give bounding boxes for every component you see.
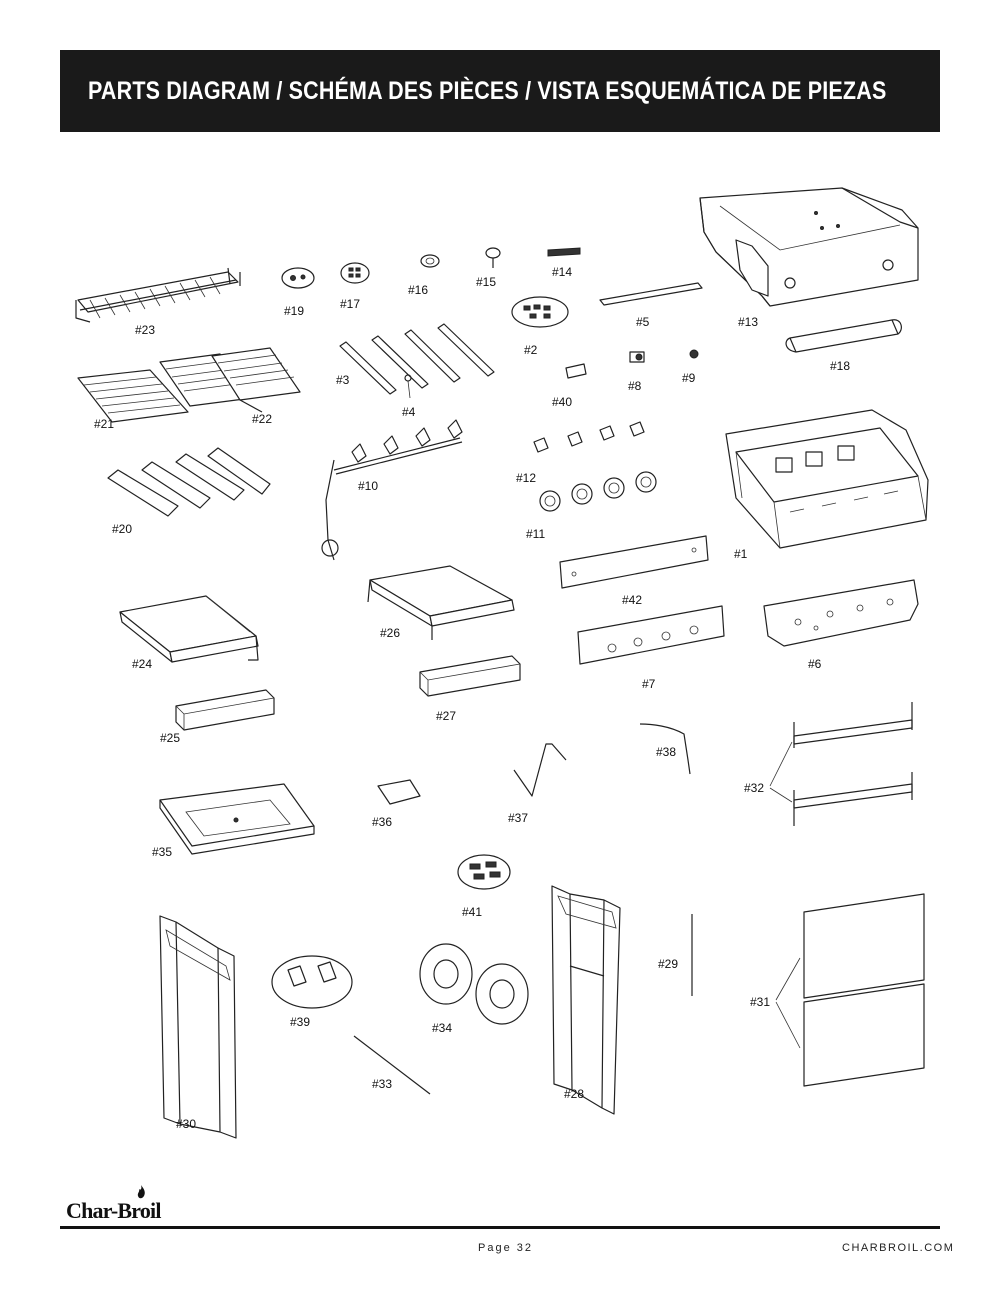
part-41-feet xyxy=(457,854,511,890)
part-40-clip xyxy=(565,363,587,379)
label-16: #16 xyxy=(408,283,428,297)
label-21: #21 xyxy=(94,417,114,431)
label-37: #37 xyxy=(508,811,528,825)
label-10: #10 xyxy=(358,479,378,493)
part-9-cap xyxy=(689,349,699,359)
part-21-cooking-grate xyxy=(77,369,189,423)
part-31-door-panels xyxy=(775,893,925,1087)
part-35-bottom-shelf xyxy=(159,783,315,855)
label-6: #6 xyxy=(808,657,822,671)
label-8: #8 xyxy=(628,379,642,393)
part-28-right-frame xyxy=(551,885,621,1115)
label-3: #3 xyxy=(336,373,350,387)
flame-icon xyxy=(137,1185,145,1199)
brand-logo: Char-Broil xyxy=(66,1185,161,1224)
part-26-side-shelf xyxy=(367,565,515,640)
label-12: #12 xyxy=(516,471,536,485)
footer-rule xyxy=(60,1226,940,1229)
label-38: #38 xyxy=(656,745,676,759)
label-25: #25 xyxy=(160,731,180,745)
label-40: #40 xyxy=(552,395,572,409)
label-17: #17 xyxy=(340,297,360,311)
part-27-panel xyxy=(419,655,521,697)
label-2: #2 xyxy=(524,343,538,357)
part-38-igniter-wire xyxy=(639,723,691,775)
label-41: #41 xyxy=(462,905,482,919)
part-25-panel xyxy=(175,689,275,731)
label-24: #24 xyxy=(132,657,152,671)
label-39: #39 xyxy=(290,1015,310,1029)
label-26: #26 xyxy=(380,626,400,640)
page-number: Page 32 xyxy=(478,1242,533,1254)
part-16-bezel xyxy=(420,254,440,268)
label-29: #29 xyxy=(658,957,678,971)
label-33: #33 xyxy=(372,1077,392,1091)
part-32-rails xyxy=(769,702,913,826)
part-14-nameplate xyxy=(547,247,581,257)
part-37-grease-tray-support xyxy=(513,743,567,797)
part-10-manifold xyxy=(321,419,463,561)
label-19: #19 xyxy=(284,304,304,318)
label-11: #11 xyxy=(526,527,545,541)
label-4: #4 xyxy=(402,405,416,419)
part-39-hinges xyxy=(271,955,353,1009)
part-11-bezels xyxy=(539,471,657,512)
website-url[interactable]: CHARBROIL.COM xyxy=(842,1242,955,1254)
label-1: #1 xyxy=(734,547,748,561)
part-2-hardware xyxy=(511,296,569,328)
part-4-igniter xyxy=(404,374,412,399)
label-35: #35 xyxy=(152,845,172,859)
part-18-handle xyxy=(785,319,902,353)
label-32: #32 xyxy=(744,781,764,795)
part-5-heat-shield xyxy=(599,282,703,306)
part-8-igniter-button xyxy=(629,351,645,363)
label-9: #9 xyxy=(682,371,696,385)
label-14: #14 xyxy=(552,265,572,279)
part-17-hardware xyxy=(340,262,370,284)
label-36: #36 xyxy=(372,815,392,829)
part-3-burners xyxy=(339,323,495,395)
label-5: #5 xyxy=(636,315,650,329)
header-bar: PARTS DIAGRAM / SCHÉMA DES PIÈCES / VIST… xyxy=(60,50,940,132)
label-42: #42 xyxy=(622,593,642,607)
label-28: #28 xyxy=(564,1087,584,1101)
label-31: #31 xyxy=(750,995,770,1009)
part-24-side-shelf xyxy=(119,595,259,663)
label-30: #30 xyxy=(176,1117,196,1131)
part-13-lid xyxy=(699,187,919,307)
part-33-axle xyxy=(353,1035,431,1095)
part-36-grease-cup xyxy=(377,779,421,805)
label-18: #18 xyxy=(830,359,850,373)
label-15: #15 xyxy=(476,275,496,289)
label-7: #7 xyxy=(642,677,656,691)
label-23: #23 xyxy=(135,323,155,337)
label-13: #13 xyxy=(738,315,758,329)
label-27: #27 xyxy=(436,709,456,723)
part-34-wheels xyxy=(419,943,529,1025)
part-15-thermometer xyxy=(485,247,501,268)
part-12-knobs xyxy=(533,421,645,453)
part-20-heat-tents xyxy=(107,447,271,517)
label-34: #34 xyxy=(432,1021,452,1035)
label-20: #20 xyxy=(112,522,132,536)
part-22-cooking-grates xyxy=(159,347,301,413)
part-7-panel xyxy=(577,605,725,665)
part-6-control-panel xyxy=(763,579,919,647)
brand-name: Char-Broil xyxy=(66,1198,161,1223)
part-30-left-frame xyxy=(159,915,237,1139)
part-19-hardware xyxy=(281,267,315,289)
part-23-warming-rack xyxy=(75,267,241,323)
part-1-firebox xyxy=(725,409,929,549)
part-42-panel xyxy=(559,535,709,589)
label-22: #22 xyxy=(252,412,272,426)
page-title: PARTS DIAGRAM / SCHÉMA DES PIÈCES / VIST… xyxy=(88,76,887,105)
